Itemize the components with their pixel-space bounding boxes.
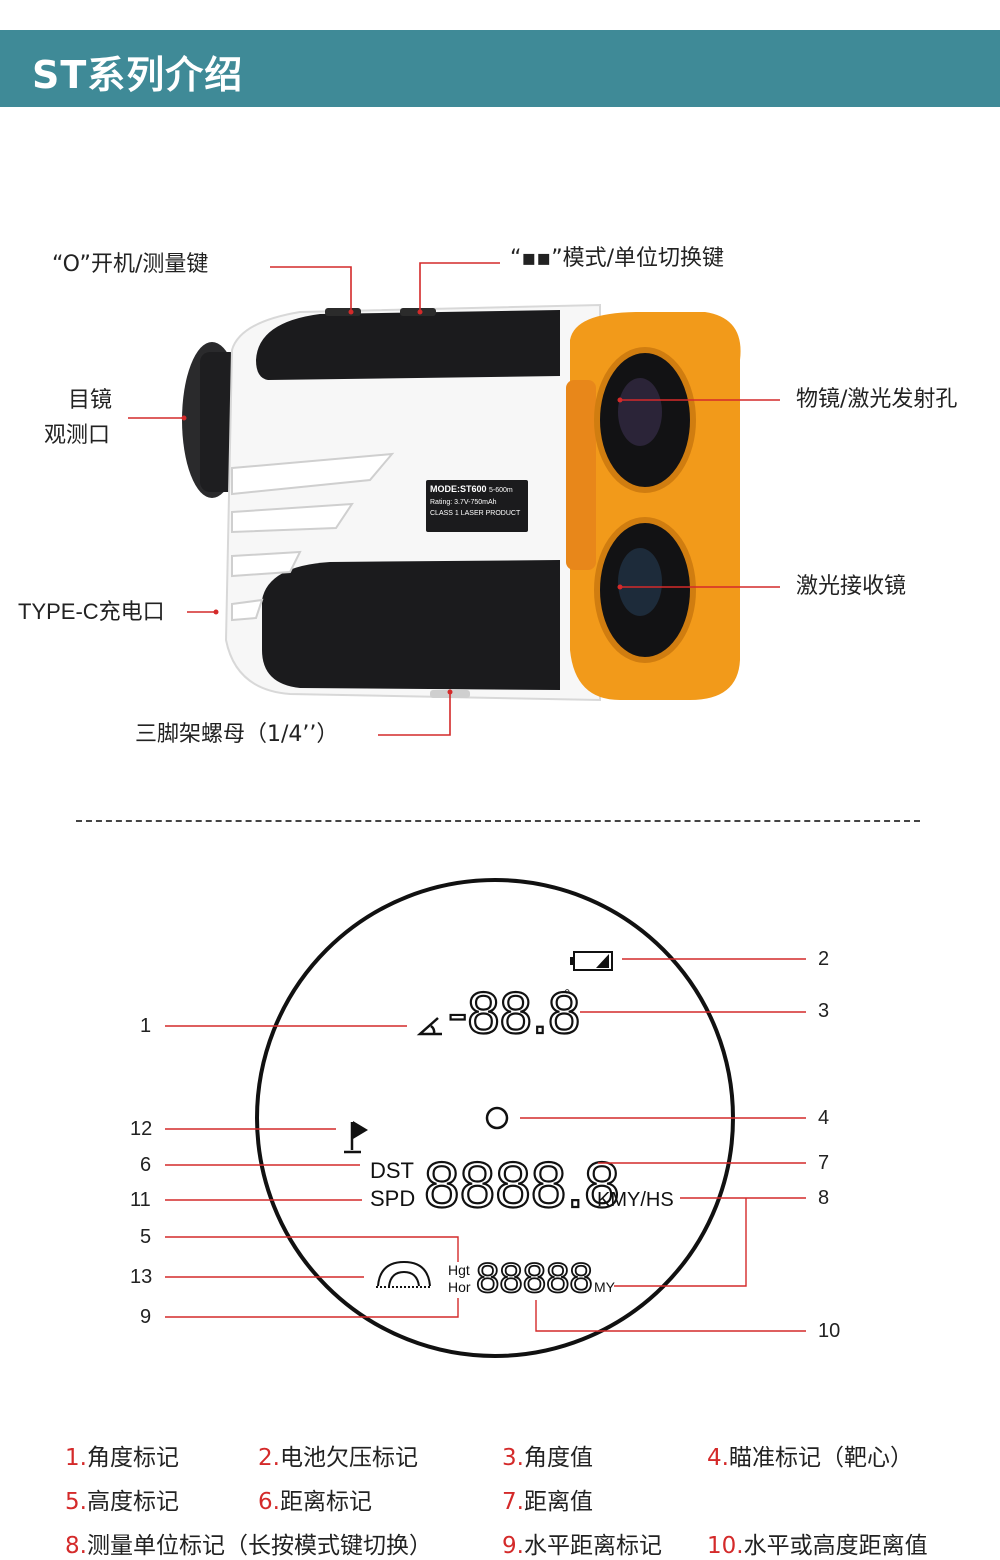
callout-12: 12	[130, 1118, 153, 1140]
bottom-grip	[262, 560, 560, 690]
callout-9: 9	[140, 1306, 152, 1328]
plate-class: CLASS 1 LASER PRODUCT	[430, 510, 521, 517]
label-mode-unit-key: “▪▪”模式/单位切换键	[510, 246, 725, 271]
legend-item: 6.距离标记	[258, 1489, 372, 1515]
label-power-measure-key: “O”开机/测量键	[52, 252, 209, 277]
hor-marker: Hor	[448, 1279, 471, 1295]
section-header: ST系列介绍	[0, 30, 1000, 107]
angle-value-display: -88.8	[448, 981, 580, 1046]
top-grip	[256, 310, 560, 380]
section-title: ST系列介绍	[32, 53, 244, 97]
side-grooves	[231, 452, 395, 622]
rangefinder-illustration	[128, 262, 780, 736]
callout-2: 2	[818, 948, 830, 970]
hgt-marker: Hgt	[448, 1262, 470, 1278]
plate-range: 5-600m	[489, 487, 513, 494]
label-objective-laser: 物镜/激光发射孔	[796, 387, 958, 412]
label-eyepiece: 目镜	[68, 388, 113, 413]
battery-low-icon	[570, 951, 613, 971]
callout-4: 4	[818, 1107, 830, 1129]
units-sub-marker: MY	[594, 1279, 616, 1295]
callout-1: 1	[140, 1015, 152, 1037]
label-eyepiece-port: 观测口	[44, 423, 111, 448]
legend-item: 1.角度标记	[65, 1445, 179, 1471]
callout-7: 7	[818, 1152, 830, 1174]
legend-item: 5.高度标记	[65, 1489, 179, 1515]
callout-5: 5	[140, 1226, 152, 1248]
dst-marker: DST	[370, 1158, 414, 1183]
model-plate	[426, 480, 528, 532]
section-divider	[76, 820, 920, 822]
legend-item: 10.水平或高度距离值	[707, 1533, 928, 1559]
units-main-marker: KMY/HS	[597, 1189, 674, 1211]
sub-value-display: 88888	[476, 1254, 593, 1301]
model-plate-text: MODE:ST600 5-600m Rating: 3.7V-750mAh CL…	[430, 484, 528, 517]
distance-value-display: 8888.8	[424, 1149, 620, 1221]
flag-icon	[344, 1121, 368, 1154]
label-tripod-nut: 三脚架螺母（1/4’’）	[135, 722, 339, 747]
display-diagram: -88.8 ° DST SPD 8888.8 KMY/HS Hgt Hor 88…	[165, 878, 806, 1358]
callout-8: 8	[818, 1187, 830, 1209]
legend-item: 8.测量单位标记（长按模式键切换）	[65, 1533, 432, 1559]
legend-item: 3.角度值	[502, 1445, 593, 1471]
power-button	[325, 308, 361, 316]
degree-symbol: °	[564, 987, 570, 1004]
legend-item: 7.距离值	[502, 1489, 593, 1515]
plate-rating: Rating: 3.7V-750mAh	[430, 499, 497, 506]
legend-item: 9.水平距离标记	[502, 1533, 662, 1559]
aim-reticle-icon	[485, 1106, 509, 1130]
legend-item: 4.瞄准标记（靶心）	[707, 1445, 913, 1471]
callout-11: 11	[130, 1189, 151, 1211]
callout-13: 13	[130, 1266, 153, 1288]
label-laser-receiver: 激光接收镜	[796, 574, 907, 599]
legend-item: 2.电池欠压标记	[258, 1445, 418, 1471]
label-typec-port: TYPE-C充电口	[18, 599, 165, 624]
plate-model: MODE:ST600	[430, 484, 487, 494]
angle-icon	[416, 1017, 442, 1036]
callout-6: 6	[140, 1154, 152, 1176]
spd-marker: SPD	[370, 1186, 415, 1211]
callout-10: 10	[818, 1320, 841, 1342]
height-arc-icon	[376, 1260, 432, 1288]
callout-3: 3	[818, 1000, 830, 1022]
